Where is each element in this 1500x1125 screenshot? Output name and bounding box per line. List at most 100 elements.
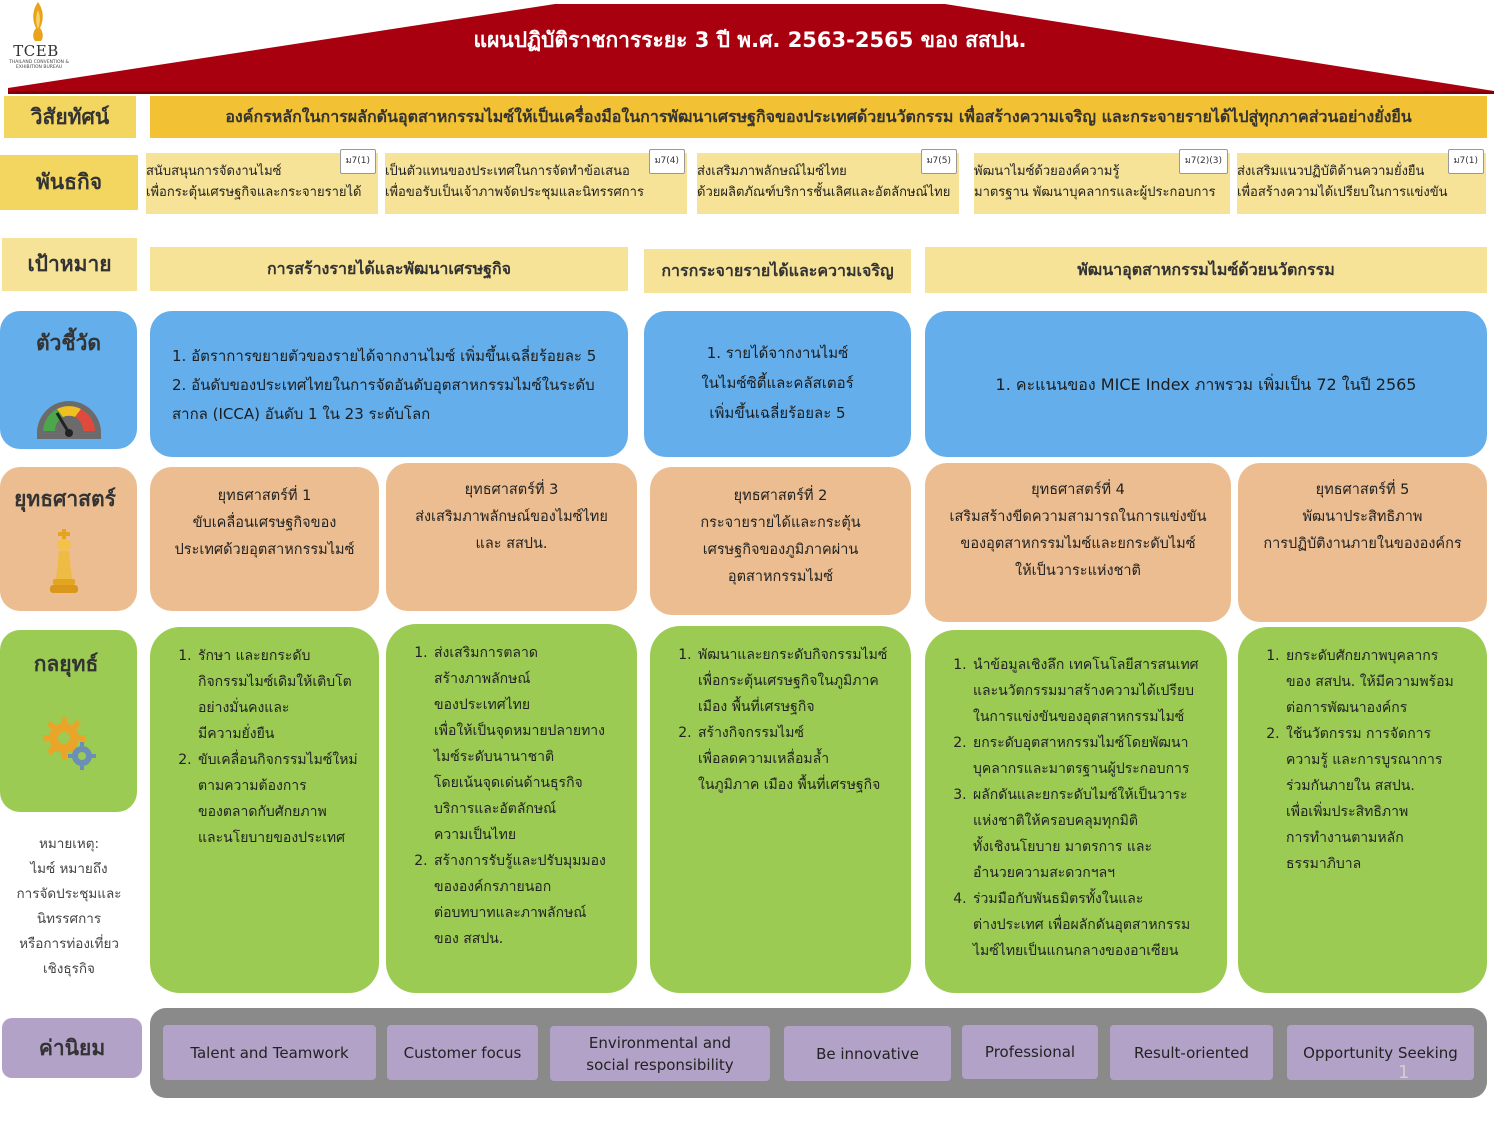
strategy-line: และ สสปน. (475, 536, 548, 552)
mission-line: เป็นตัวแทนของประเทศในการจัดทำข้อเสนอ (385, 164, 630, 179)
logo-subtitle: THAILAND CONVENTION & EXHIBITION BUREAU (9, 60, 69, 70)
mission-line: ส่งเสริมภาพลักษณ์ไมซ์ไทย (697, 164, 847, 179)
value-professional: Professional (962, 1025, 1098, 1079)
tceb-logo: TCEB THAILAND CONVENTION & EXHIBITION BU… (6, 0, 70, 80)
indicator-box-1: 1. อัตราการขยายตัวของรายได้จากงานไมซ์ เพ… (150, 311, 628, 457)
indicator-line: 1. อัตราการขยายตัวของรายได้จากงานไมซ์ เพ… (172, 347, 597, 365)
chess-king-icon (50, 529, 78, 593)
goal-label: เป้าหมาย (2, 238, 137, 291)
mission-line: เพื่อขอรับเป็นเจ้าภาพจัดประชุมและนิทรรศก… (385, 185, 644, 200)
mission-badge: ม7(5) (920, 149, 957, 174)
footnote-line: เชิงธุรกิจ (43, 961, 95, 977)
tactic-item: นำข้อมูลเชิงลึก เทคโนโลยีสารสนเทศ และนวั… (971, 652, 1211, 730)
indicator-box-3: 1. คะแนนของ MICE Index ภาพรวม เพิ่มเป็น … (925, 311, 1487, 457)
strategy-line: ของอุตสาหกรรมไมซ์และยกระดับไมซ์ (960, 536, 1196, 552)
indicator-label: ตัวชี้วัด (35, 331, 102, 355)
mission-badge: ม7(4) (648, 149, 685, 174)
mission-line: สนับสนุนการจัดงานไมซ์ (146, 164, 282, 179)
page-title: แผนปฏิบัติราชการระยะ 3 ปี พ.ศ. 2563-2565… (473, 28, 1027, 52)
strategy-2: ยุทธศาสตร์ที่ 2 กระจายรายได้และกระตุ้น เ… (650, 467, 911, 615)
mission-line: เพื่อสร้างความได้เปรียบในการแข่งขัน (1237, 185, 1448, 200)
strategy-line: กระจายรายได้และกระตุ้น (700, 515, 861, 531)
goal-1: การสร้างรายได้และพัฒนาเศรษฐกิจ (150, 247, 628, 291)
vision-label: วิสัยทัศน์ (4, 96, 136, 138)
mission-4: ม7(2)(3) พัฒนาไมซ์ด้วยองค์ความรู้ มาตรฐา… (974, 149, 1230, 214)
goal-2: การกระจายรายได้และความเจริญ (644, 249, 911, 293)
strategy-1: ยุทธศาสตร์ที่ 1 ขับเคลื่อนเศรษฐกิจของ ปร… (150, 467, 379, 611)
gauge-icon (37, 401, 101, 439)
mission-label: พันธกิจ (0, 155, 138, 210)
gears-icon (43, 717, 96, 770)
tactic-item: ยกระดับอุตสาหกรรมไมซ์โดยพัฒนา บุคลากรและ… (971, 730, 1211, 782)
values-label: ค่านิยม (2, 1018, 142, 1078)
tactic-item: ยกระดับศักยภาพบุคลากร ของ สสปน. ให้มีควา… (1284, 643, 1471, 721)
value-be-innovative: Be innovative (784, 1026, 951, 1081)
strategy-line: ขับเคลื่อนเศรษฐกิจของ (192, 515, 337, 531)
strategy-label: ยุทธศาสตร์ (14, 487, 116, 511)
mission-5: ม7(1) ส่งเสริมแนวปฏิบัติด้านความยั่งยืน … (1237, 149, 1486, 214)
mission-line: เพื่อกระตุ้นเศรษฐกิจและกระจายรายได้ (146, 185, 362, 200)
strategy-line: พัฒนาประสิทธิภาพ (1302, 509, 1423, 525)
strategy-title: ยุทธศาสตร์ที่ 5 (1315, 482, 1410, 498)
tactic-item: สร้างการรับรู้และปรับมุมมอง ขององค์กรภาย… (432, 848, 621, 952)
strategy-line: เสริมสร้างขีดความสามารถในการแข่งขัน (949, 509, 1207, 525)
mission-line: ส่งเสริมแนวปฏิบัติด้านความยั่งยืน (1237, 164, 1425, 179)
indicator-label-box: ตัวชี้วัด (0, 311, 137, 449)
tactic-item: ส่งเสริมการตลาด สร้างภาพลักษณ์ ของประเทศ… (432, 640, 621, 848)
tactic-item: ร่วมมือกับพันธมิตรทั้งในและ ต่างประเทศ เ… (971, 886, 1211, 964)
strategy-line: ส่งเสริมภาพลักษณ์ของไมซ์ไทย (415, 509, 608, 525)
logo-name: TCEB (13, 42, 59, 60)
mission-badge: ม7(2)(3) (1178, 149, 1228, 174)
mission-line: มาตรฐาน พัฒนาบุคลากรและผู้ประกอบการ (974, 185, 1216, 200)
strategy-title: ยุทธศาสตร์ที่ 2 (733, 488, 828, 504)
footnote-line: การจัดประชุมและ (16, 886, 122, 902)
goal-3: พัฒนาอุตสาหกรรมไมซ์ด้วยนวัตกรรม (925, 247, 1487, 293)
roof-banner (8, 4, 1494, 94)
tactic-item: พัฒนาและยกระดับกิจกรรมไมซ์ เพื่อกระตุ้นเ… (696, 642, 895, 720)
footnote: หมายเหตุ: ไมซ์ หมายถึง การจัดประชุมและ น… (4, 832, 134, 982)
strategy-line: ให้เป็นวาระแห่งชาติ (1015, 563, 1141, 579)
mission-2: ม7(4) เป็นตัวแทนของประเทศในการจัดทำข้อเส… (385, 149, 687, 214)
value-result-oriented: Result-oriented (1110, 1025, 1273, 1080)
tactic-box-4: นำข้อมูลเชิงลึก เทคโนโลยีสารสนเทศ และนวั… (925, 630, 1227, 993)
value-environmental-social: Environmental and social responsibility (550, 1026, 770, 1081)
mission-badge: ม7(1) (339, 149, 376, 174)
footnote-title: หมายเหตุ: (38, 836, 100, 852)
footnote-line: หรือการท่องเที่ยว (19, 936, 119, 952)
strategy-title: ยุทธศาสตร์ที่ 4 (1031, 482, 1125, 498)
mission-badge: ม7(1) (1447, 149, 1484, 174)
page-number: 1 (1398, 1062, 1410, 1083)
tactic-box-5: ยกระดับศักยภาพบุคลากร ของ สสปน. ให้มีควา… (1238, 627, 1487, 993)
tactic-box-3: พัฒนาและยกระดับกิจกรรมไมซ์ เพื่อกระตุ้นเ… (650, 626, 911, 993)
mission-line: ด้วยผลิตภัณฑ์บริการชั้นเลิศและอัตลักษณ์ไ… (697, 185, 951, 200)
indicator-box-2: 1. รายได้จากงานไมซ์ ในไมซ์ซิตี้และคลัสเต… (644, 311, 911, 457)
mission-3: ม7(5) ส่งเสริมภาพลักษณ์ไมซ์ไทย ด้วยผลิตภ… (697, 149, 959, 214)
footnote-line: นิทรรศการ (36, 911, 102, 927)
tactic-item: รักษา และยกระดับ กิจกรรมไมซ์เดิมให้เติบโ… (196, 643, 363, 747)
vision-text: องค์กรหลักในการผลักดันอุตสาหกรรมไมซ์ให้เ… (150, 96, 1487, 138)
strategy-title: ยุทธศาสตร์ที่ 3 (464, 482, 559, 498)
tactic-item: สร้างกิจกรรมไมซ์ เพื่อลดความเหลื่อมล้ำ ใ… (696, 720, 895, 798)
indicator-line: สากล (ICCA) อันดับ 1 ใน 23 ระดับโลก (172, 405, 431, 423)
value-opportunity-seeking: Opportunity Seeking (1287, 1025, 1474, 1080)
flame-logo-icon (33, 2, 43, 41)
tactic-item: ผลักดันและยกระดับไมซ์ให้เป็นวาระ แห่งชาต… (971, 782, 1211, 886)
tactic-label-box: กลยุทธ์ (0, 630, 137, 812)
mission-line: พัฒนาไมซ์ด้วยองค์ความรู้ (974, 164, 1120, 179)
strategy-line: การปฏิบัติงานภายในขององค์กร (1263, 536, 1462, 552)
tactic-box-2: ส่งเสริมการตลาด สร้างภาพลักษณ์ ของประเทศ… (386, 624, 637, 993)
strategy-line: เศรษฐกิจของภูมิภาคผ่าน (702, 542, 859, 558)
strategy-line: อุตสาหกรรมไมซ์ (727, 569, 834, 585)
tactic-item: ใช้นวัตกรรม การจัดการ ความรู้ และการบูรณ… (1284, 721, 1471, 877)
strategy-label-box: ยุทธศาสตร์ (0, 467, 137, 611)
strategy-3: ยุทธศาสตร์ที่ 3 ส่งเสริมภาพลักษณ์ของไมซ์… (386, 463, 637, 611)
tactic-label: กลยุทธ์ (33, 652, 99, 676)
value-talent-teamwork: Talent and Teamwork (163, 1025, 376, 1080)
indicator-line: 2. อันดับของประเทศไทยในการจัดอันดับอุตสา… (172, 376, 595, 394)
value-customer-focus: Customer focus (387, 1025, 538, 1080)
tactic-item: ขับเคลื่อนกิจกรรมไมซ์ใหม่ ตามความต้องการ… (196, 747, 363, 851)
indicator-line: ในไมซ์ซิตี้และคลัสเตอร์ (701, 374, 854, 392)
indicator-line: 1. คะแนนของ MICE Index ภาพรวม เพิ่มเป็น … (995, 374, 1417, 394)
strategy-4: ยุทธศาสตร์ที่ 4 เสริมสร้างขีดความสามารถใ… (925, 463, 1231, 622)
indicator-line: เพิ่มขึ้นเฉลี่ยร้อยละ 5 (709, 404, 846, 422)
